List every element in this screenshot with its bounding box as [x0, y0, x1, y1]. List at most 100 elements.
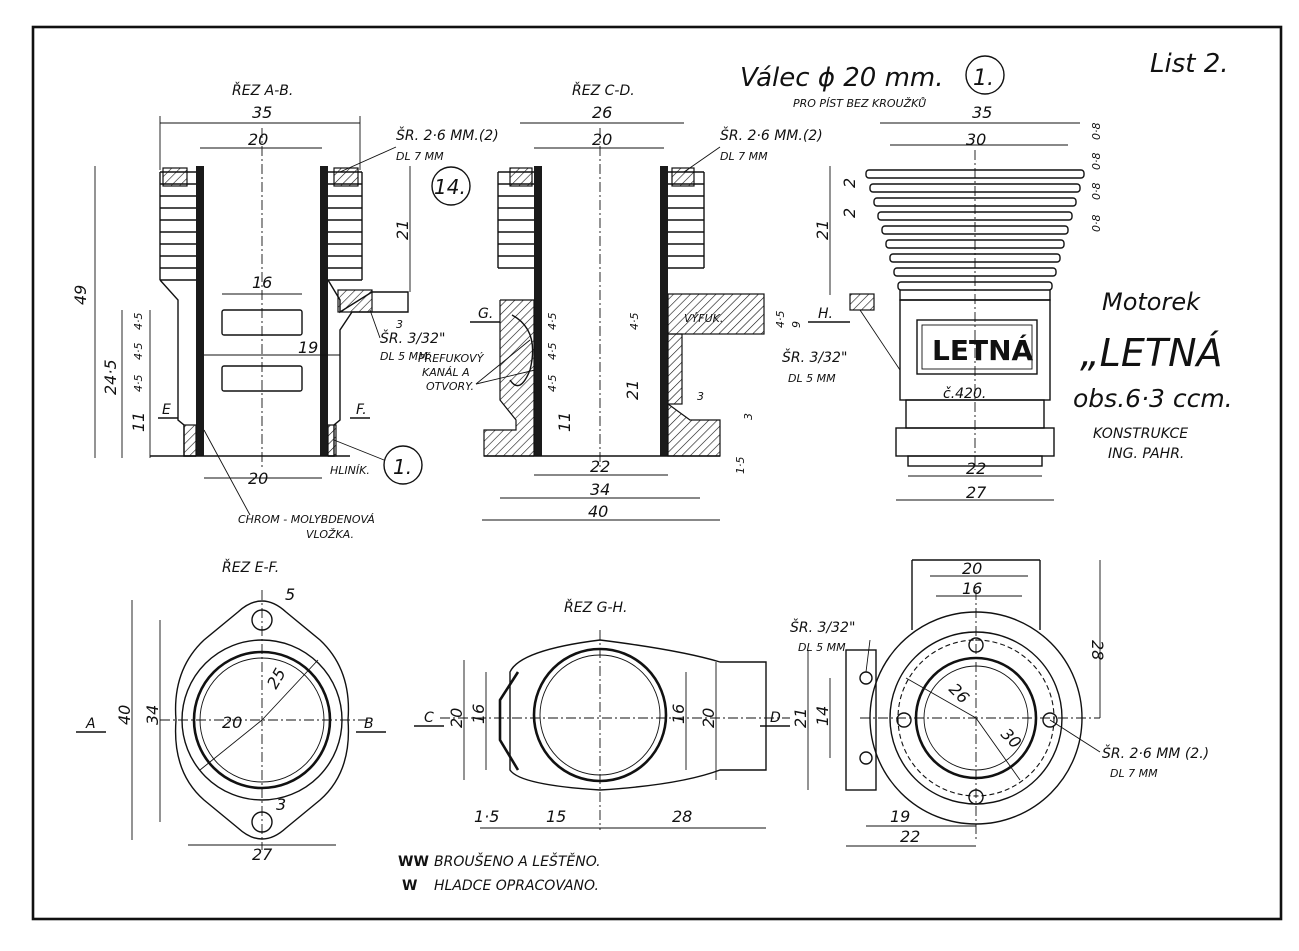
- dim-gh-16-left: 16: [469, 704, 488, 724]
- note-screw-3-32-ext: ŠR. 3/32": [782, 348, 847, 366]
- bottom-view: 20 16 26 30 28 21 14 19 22 ŠR. 3/32" DL …: [790, 559, 1209, 847]
- motor-name: „LETNÁ: [1080, 331, 1223, 375]
- dim-ext-22: 22: [966, 459, 986, 478]
- note-depth-7-ab: DL 7 MM: [396, 150, 444, 163]
- dim-cd-4-5-d: 4·5: [628, 313, 641, 331]
- dim-gh-28: 28: [672, 807, 692, 826]
- dim-ef-34: 34: [143, 705, 162, 725]
- section-gh-title: ŘEZ G-H.: [564, 599, 628, 616]
- dim-ef-25: 25: [263, 665, 290, 692]
- dim-cd-34: 34: [590, 480, 610, 499]
- note-screw-2-6-cd: ŠR. 2·6 MM.(2): [720, 126, 823, 144]
- section-cd-title: ŘEZ C-D.: [572, 82, 635, 99]
- dim-cd-40: 40: [588, 502, 608, 521]
- note-depth-7-bottom: DL 7 MM: [1110, 767, 1158, 780]
- dim-gh-16-right: 16: [669, 704, 688, 724]
- note-aluminium: HLINÍK.: [330, 464, 370, 477]
- note-depth-7-cd: DL 7 MM: [720, 150, 768, 163]
- title-part-circle: [965, 55, 1005, 95]
- dim-ef-5: 5: [285, 585, 295, 604]
- dim-cd-26: 26: [592, 103, 612, 122]
- dim-cd-3: 3: [697, 390, 704, 403]
- dim-bottom-16: 16: [962, 579, 982, 598]
- dim-ext-2-b: 2: [840, 208, 859, 218]
- section-ab-view: ŘEZ A-B. 35 20: [71, 82, 499, 541]
- dim-ab-11: 11: [129, 412, 148, 432]
- exterior-view: 35 30 LETNÁ č.420. 22 27 21: [782, 103, 1103, 502]
- dim-cd-22: 22: [590, 457, 610, 476]
- legend-smooth-text: HLADCE OPRACOVANO.: [434, 878, 599, 894]
- dim-bottom-20: 20: [962, 559, 982, 578]
- cut-mark-b: B: [364, 716, 374, 732]
- dim-cd-9: 9: [790, 321, 803, 328]
- note-depth-5-bottom: DL 5 MM: [798, 641, 846, 654]
- section-ab-title: ŘEZ A-B.: [232, 82, 293, 99]
- dim-bottom-19: 19: [890, 807, 910, 826]
- dim-gh-15: 15: [546, 807, 566, 826]
- dim-ef-20: 20: [222, 713, 242, 732]
- dim-cd-1-5: 1·5: [734, 457, 747, 475]
- dim-ab-16: 16: [252, 273, 272, 292]
- section-ef-title: ŘEZ E-F.: [222, 559, 279, 576]
- dim-ab-3: 3: [396, 318, 403, 331]
- dim-ext-0-8-b: 0·8: [1090, 183, 1103, 201]
- dim-bottom-21: 21: [791, 708, 810, 728]
- dim-ab-19: 19: [298, 338, 318, 357]
- dim-bottom-28: 28: [1088, 640, 1107, 660]
- note-screw-3-32-bottom: ŠR. 3/32": [790, 618, 855, 636]
- sheet-frame: [31, 25, 1283, 921]
- section-ef-view: ŘEZ E-F. 20 25 5 3 40 34 27 A B: [76, 559, 386, 864]
- dim-ef-27: 27: [252, 845, 273, 864]
- letna-nameplate: [916, 319, 1038, 375]
- legend-symbol-smooth: W: [402, 878, 417, 894]
- cut-mark-h: H.: [818, 306, 833, 322]
- serial-number: č.420.: [943, 386, 986, 402]
- note-depth-5-ab: DL 5 MM: [380, 350, 428, 363]
- motor-label: Motorek: [1102, 288, 1201, 316]
- dim-bottom-30: 30: [997, 724, 1025, 752]
- dim-gh-20-left: 20: [447, 708, 466, 728]
- dim-ab-35: 35: [252, 103, 272, 122]
- finish-legend: WW BROUŠENO A LEŠTĚNO. W HLADCE OPRACOVA…: [398, 852, 601, 894]
- dim-ext-0-8-c: 0·8: [1090, 153, 1103, 171]
- dim-ab-4-5-a: 4·5: [132, 313, 145, 331]
- dim-cd-11: 11: [555, 412, 574, 432]
- part-14-label: 14.: [434, 175, 466, 199]
- designer-name: ING. PAHR.: [1108, 446, 1184, 462]
- dim-ab-20-top: 20: [248, 130, 268, 149]
- nameplate-text: LETNÁ: [932, 333, 1034, 367]
- note-liner-material-1: CHROM - MOLYBDENOVÁ: [238, 513, 375, 526]
- dim-bottom-22: 22: [900, 827, 920, 846]
- dim-cd-20: 20: [592, 130, 612, 149]
- dim-ext-35: 35: [972, 103, 992, 122]
- dim-ext-0-8-d: 0·8: [1090, 123, 1103, 141]
- note-liner-material-2: VLOŽKA.: [306, 528, 354, 541]
- note-exhaust: VÝFUK.: [684, 312, 723, 325]
- note-transfer-2: KANÁL A: [422, 366, 470, 379]
- dim-ext-27: 27: [966, 483, 987, 502]
- note-transfer-1: PŘEFUKOVÝ: [418, 352, 485, 365]
- note-screw-2-6-ab: ŠR. 2·6 MM.(2): [396, 126, 499, 144]
- note-depth-5-ext: DL 5 MM: [788, 372, 836, 385]
- dim-ab-24-5: 24·5: [101, 359, 120, 395]
- cut-mark-a: A: [85, 716, 96, 732]
- dim-ext-30: 30: [966, 130, 986, 149]
- dim-ab-49: 49: [71, 285, 90, 305]
- dim-ab-4-5-b: 4·5: [132, 343, 145, 361]
- legend-symbol-ground: WW: [398, 854, 429, 870]
- part-1-label: 1.: [393, 455, 412, 479]
- legend-ground-text: BROUŠENO A LEŠTĚNO.: [434, 852, 601, 870]
- dim-ab-4-5-c: 4·5: [132, 375, 145, 393]
- sheet-number: List 2.: [1150, 49, 1229, 79]
- cut-mark-d: D: [770, 710, 781, 726]
- dim-ab-20-bottom: 20: [248, 469, 268, 488]
- dim-cd-21: 21: [623, 380, 642, 400]
- dim-cd-4-5-c: 4·5: [546, 375, 559, 393]
- title-subtitle: PRO PÍST BEZ KROUŽKŮ: [793, 97, 926, 110]
- dim-bottom-14: 14: [813, 706, 832, 726]
- section-cd-view: ŘEZ C-D. 26 20 VÝFUK. G.: [418, 82, 823, 521]
- cut-mark-f: F.: [356, 402, 367, 418]
- note-screw-3-32-ab: ŠR. 3/32": [380, 329, 445, 347]
- part-14-circle: [431, 166, 471, 206]
